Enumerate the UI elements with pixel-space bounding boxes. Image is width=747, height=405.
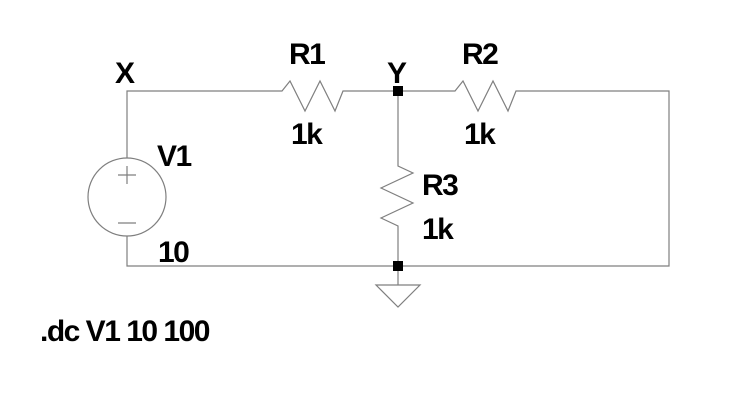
voltage-source-v1[interactable] bbox=[87, 157, 167, 237]
net-label-y: Y bbox=[387, 57, 407, 90]
junction-y[interactable] bbox=[393, 86, 403, 96]
r1-value-label: 1k bbox=[291, 118, 323, 151]
r2-name-label: R2 bbox=[462, 38, 498, 71]
wires bbox=[126, 90, 670, 285]
r1-name-label: R1 bbox=[289, 38, 325, 71]
junction-ground[interactable] bbox=[393, 261, 403, 271]
r3-name-label: R3 bbox=[422, 169, 458, 202]
wire-r2-right-loop[interactable] bbox=[126, 90, 670, 267]
resistor-r1[interactable] bbox=[272, 79, 350, 113]
net-label-x: X bbox=[115, 57, 135, 90]
ground-icon[interactable] bbox=[374, 284, 422, 308]
resistor-r2[interactable] bbox=[446, 79, 523, 113]
resistor-r3[interactable] bbox=[379, 158, 415, 236]
v1-value-label: 10 bbox=[158, 236, 189, 269]
r3-value-label: 1k bbox=[422, 213, 454, 246]
r2-value-label: 1k bbox=[464, 118, 496, 151]
wire-x-net[interactable] bbox=[126, 90, 272, 158]
spice-directive[interactable]: .dc V1 10 100 bbox=[40, 315, 211, 348]
v1-name-label: V1 bbox=[157, 140, 192, 173]
